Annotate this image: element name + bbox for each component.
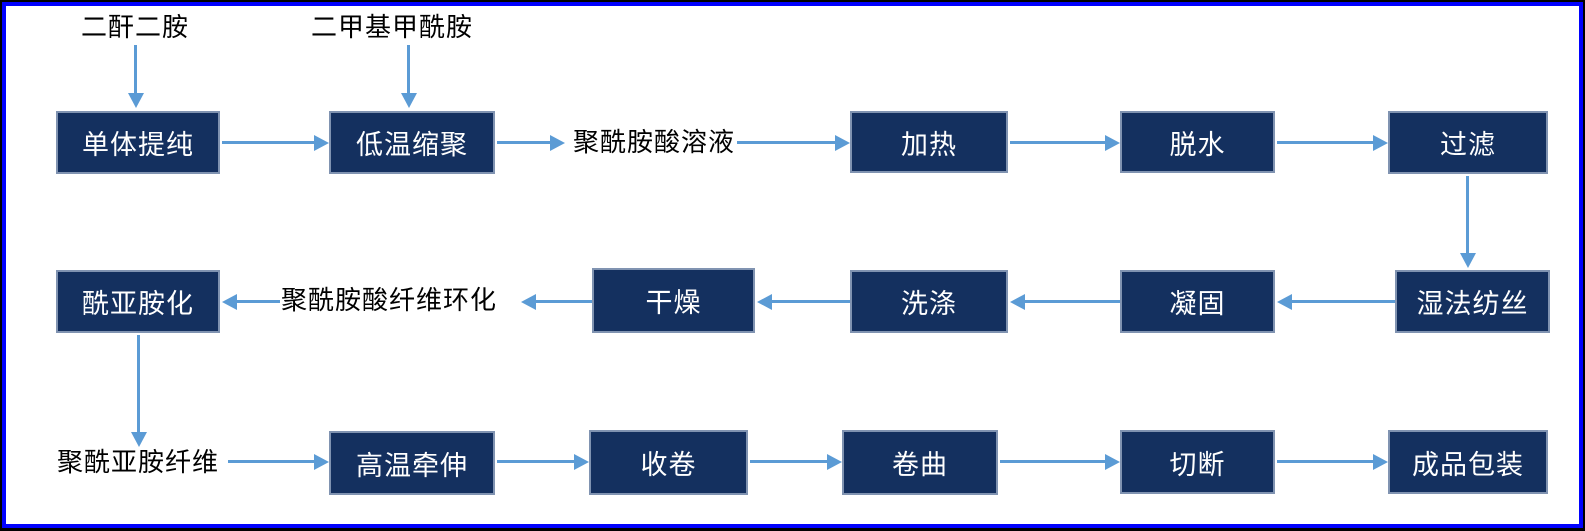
arrow-right-icon bbox=[1010, 141, 1105, 144]
process-box-monomer-purification: 单体提纯 bbox=[56, 111, 220, 174]
process-box-heating: 加热 bbox=[850, 111, 1008, 173]
arrow-right-icon bbox=[1277, 141, 1373, 144]
arrow-right-icon bbox=[1000, 460, 1105, 463]
process-box-wet-spinning: 湿法纺丝 bbox=[1395, 270, 1550, 333]
arrow-right-icon bbox=[222, 141, 314, 144]
arrow-down-icon bbox=[137, 335, 140, 432]
process-box-imidization: 酰亚胺化 bbox=[56, 270, 220, 333]
arrow-left-icon bbox=[1025, 300, 1120, 303]
process-box-filtration: 过滤 bbox=[1388, 111, 1548, 174]
process-box-dehydration: 脱水 bbox=[1120, 111, 1275, 173]
arrow-right-icon bbox=[737, 141, 835, 144]
arrow-left-icon bbox=[536, 300, 592, 303]
process-box-high-temperature-drawing: 高温牵伸 bbox=[329, 431, 495, 495]
arrow-right-icon bbox=[750, 460, 827, 463]
process-box-drying: 干燥 bbox=[592, 268, 755, 333]
process-box-low-temperature-polycondensation: 低温缩聚 bbox=[329, 111, 495, 174]
polyamic-acid-fiber-cyclization-label: 聚酰胺酸纤维环化 bbox=[281, 286, 498, 316]
process-box-crimping: 卷曲 bbox=[842, 430, 998, 495]
arrow-right-icon bbox=[228, 460, 314, 463]
arrow-right-icon bbox=[1277, 460, 1373, 463]
polyimide-fiber-label: 聚酰亚胺纤维 bbox=[57, 448, 220, 478]
arrow-right-icon bbox=[497, 141, 550, 144]
arrow-down-icon bbox=[1466, 176, 1469, 253]
arrow-left-icon bbox=[237, 300, 280, 303]
arrow-down-icon bbox=[407, 45, 410, 93]
process-box-winding: 收卷 bbox=[589, 430, 748, 495]
arrow-left-icon bbox=[1292, 300, 1395, 303]
dimethylformamide-label: 二甲基甲酰胺 bbox=[311, 13, 474, 43]
dianhydride-diamine-label: 二酐二胺 bbox=[81, 13, 190, 43]
polyamic-acid-solution-label: 聚酰胺酸溶液 bbox=[573, 128, 736, 158]
process-box-coagulation: 凝固 bbox=[1120, 270, 1275, 333]
process-box-washing: 洗涤 bbox=[850, 270, 1008, 333]
arrow-down-icon bbox=[134, 45, 137, 93]
arrow-right-icon bbox=[497, 460, 574, 463]
process-box-finished-product-packaging: 成品包装 bbox=[1388, 430, 1548, 494]
process-box-cutting: 切断 bbox=[1120, 430, 1275, 494]
arrow-left-icon bbox=[772, 300, 850, 303]
